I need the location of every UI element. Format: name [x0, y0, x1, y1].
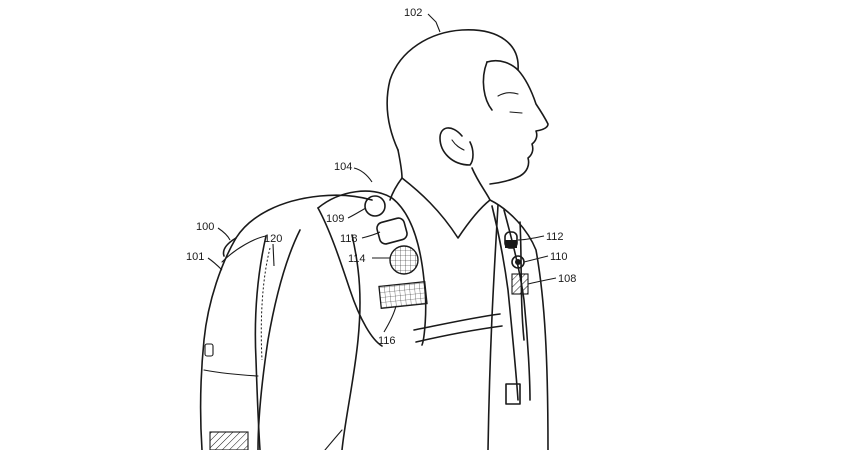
user-torso [389, 177, 549, 450]
leader-lines [207, 13, 557, 333]
label-101: 101 [186, 251, 204, 263]
backpack-body [199, 194, 373, 450]
round-sensor [364, 195, 386, 217]
strap-devices [364, 195, 419, 275]
bottom-patch [209, 431, 249, 450]
zipper-pull [204, 343, 214, 357]
label-114: 114 [348, 253, 366, 265]
reference-labels: 102 104 100 101 120 109 118 114 116 112 … [186, 7, 576, 347]
front-pad [511, 273, 529, 295]
strap-buckle [505, 383, 521, 405]
front-strap [491, 205, 531, 405]
label-120: 120 [264, 233, 282, 245]
shoulder-strap [317, 190, 503, 347]
label-108: 108 [558, 273, 576, 285]
label-112: 112 [546, 231, 564, 243]
label-104: 104 [334, 161, 352, 173]
grip-band [378, 280, 428, 310]
label-110: 110 [550, 251, 568, 263]
label-116: 116 [378, 335, 396, 347]
label-109: 109 [326, 213, 344, 225]
square-sensor [376, 217, 408, 245]
label-100: 100 [196, 221, 214, 233]
speaker-grille [389, 245, 419, 275]
label-118: 118 [340, 233, 358, 245]
user-head [386, 29, 549, 201]
label-102: 102 [404, 7, 422, 19]
user-arm [257, 229, 361, 450]
